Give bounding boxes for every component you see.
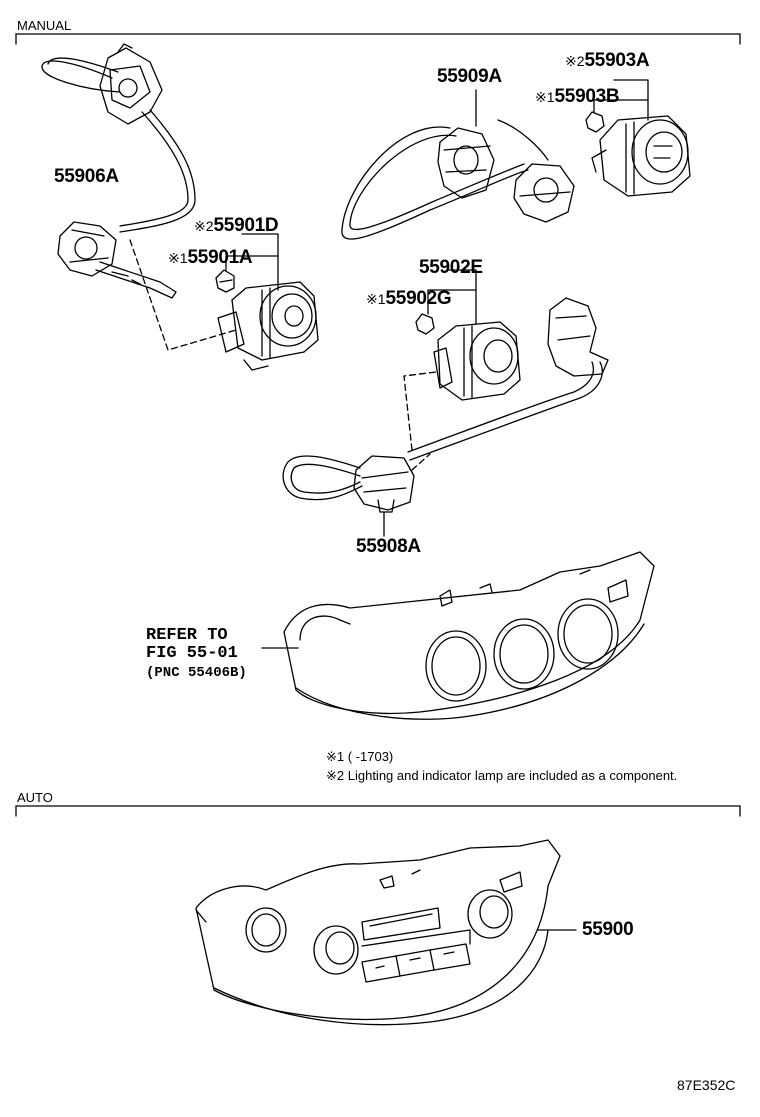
note-2: ※2 Lighting and indicator lamp are inclu… <box>326 768 678 783</box>
part-number-55903B: 55903B <box>554 86 620 107</box>
part-label-55901A: ※155901A <box>168 247 253 268</box>
bulb-55901A <box>215 269 235 293</box>
mark-1: ※1 <box>366 291 386 307</box>
part-number-55900: 55900 <box>582 919 634 940</box>
wire-harness-55908A <box>282 297 609 513</box>
part-number-55909A: 55909A <box>437 66 502 87</box>
part-label-55902G: ※155902G <box>366 288 452 309</box>
control-knob-55903A <box>591 115 691 197</box>
part-number-55902G: 55902G <box>385 288 452 309</box>
bulb-55902G <box>415 313 435 335</box>
leader-55901 <box>225 255 279 291</box>
wire-harness-55906A <box>41 43 196 299</box>
control-knob-55901D <box>217 281 319 371</box>
reference-line-1: REFER TO <box>146 626 228 645</box>
control-knob-55902E <box>433 321 521 401</box>
auto-section-frame <box>15 805 741 817</box>
part-number-55901D: 55901D <box>213 215 279 236</box>
manual-control-panel <box>283 551 655 720</box>
figure-code: 87E352C <box>677 1077 736 1093</box>
manual-section-frame <box>15 33 741 45</box>
mark-2: ※2 <box>194 218 214 234</box>
auto-control-panel-55900 <box>195 839 561 1026</box>
part-label-55903A: ※255903A <box>565 50 650 71</box>
dashed-link-55902E <box>403 371 437 451</box>
dashed-link-55906A <box>129 239 237 351</box>
leader-55902 <box>427 289 477 325</box>
part-number-55908A: 55908A <box>356 536 421 557</box>
mark-1: ※1 <box>168 250 188 266</box>
mark-1: ※1 <box>535 89 555 105</box>
dashed-link-55908A <box>411 453 431 471</box>
part-label-55901D: ※255901D <box>194 215 279 236</box>
part-number-55901A: 55901A <box>187 247 253 268</box>
leader-55903A <box>613 79 649 101</box>
part-number-55903A: 55903A <box>584 50 650 71</box>
wire-harness-55909A <box>341 119 575 240</box>
bulb-55903B <box>585 111 605 133</box>
part-number-55902E: 55902E <box>419 257 483 278</box>
mark-2: ※2 <box>565 53 585 69</box>
leader-55901D <box>241 233 279 257</box>
reference-line-2: FIG 55-01 <box>146 644 238 663</box>
reference-line-3: (PNC 55406B) <box>146 665 247 681</box>
part-label-55903B: ※155903B <box>535 86 620 107</box>
section-label-manual: MANUAL <box>17 18 72 33</box>
leader-55903 <box>593 99 649 121</box>
leader-55902E <box>447 269 477 291</box>
part-number-55906A: 55906A <box>54 166 119 187</box>
section-label-auto: AUTO <box>17 790 53 805</box>
note-1: ※1 ( -1703) <box>326 749 394 764</box>
